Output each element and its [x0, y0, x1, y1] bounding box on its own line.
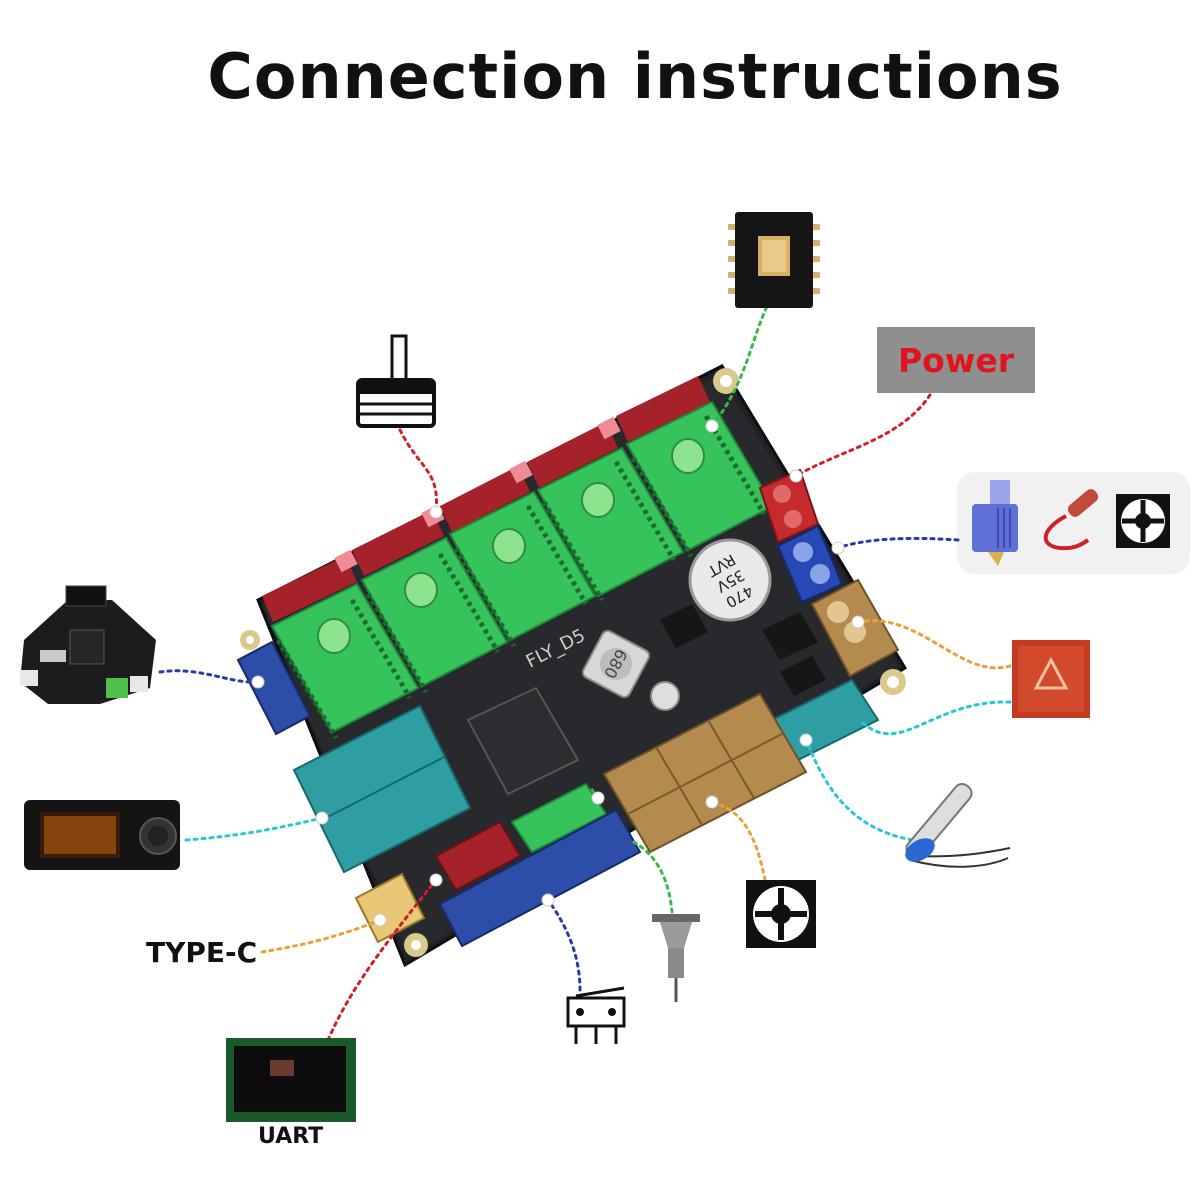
expansion-board-icon [20, 585, 156, 704]
z-probe-plate-icon [356, 334, 436, 428]
hotend-terminal [776, 524, 844, 604]
line-zplate [398, 428, 439, 514]
line-lcd [184, 816, 324, 842]
connection-points [251, 419, 865, 927]
line-probe [628, 838, 674, 914]
power-terminal [758, 468, 820, 544]
endstop-switch-icon [566, 986, 626, 1044]
expansion-header [236, 640, 312, 736]
small-capacitor [650, 681, 680, 711]
uart-screen-icon [226, 1038, 356, 1122]
line-thermistor-a [858, 700, 1012, 736]
endstop-header [438, 808, 642, 948]
line-uart [326, 878, 438, 1042]
line-thermistor-b [806, 742, 914, 842]
line-fan [710, 800, 767, 882]
probe-header [510, 782, 608, 854]
uart-label: UART [258, 1124, 324, 1149]
stepper-driver-module-icon [728, 212, 820, 308]
heater-cartridge-icon [1043, 489, 1099, 551]
line-driver [710, 298, 772, 428]
bltouch-probe-icon [652, 914, 700, 1002]
uart-header [434, 820, 522, 892]
power-box: Power [877, 327, 1035, 393]
type-c-label: TYPE-C [146, 936, 258, 969]
lcd-display-icon [24, 800, 180, 870]
inductor: 680 [581, 629, 651, 699]
case-fan-icon [746, 880, 816, 948]
line-endstop [546, 898, 582, 992]
line-expansion [158, 669, 260, 684]
line-power [794, 393, 932, 478]
fan-icon [1116, 494, 1170, 548]
power-label: Power [898, 340, 1014, 380]
capacitor: 470 35V RVT [688, 538, 772, 622]
type-c-port [354, 872, 426, 944]
mcu-chip [466, 686, 580, 796]
connection-lines [158, 298, 1012, 1042]
line-bed [856, 619, 1012, 670]
line-hotend [836, 536, 960, 550]
line-type-c [260, 918, 382, 954]
stepper-drivers [270, 400, 775, 740]
controller-board: 470 35V RVT 680 FLY_D5 [236, 364, 908, 968]
page-title: Connection instructions [207, 40, 1063, 113]
motor-headers [262, 376, 710, 622]
thermistor-icon [905, 783, 1011, 868]
hotend-icon [972, 480, 1018, 566]
heated-bed-icon [1012, 640, 1090, 718]
